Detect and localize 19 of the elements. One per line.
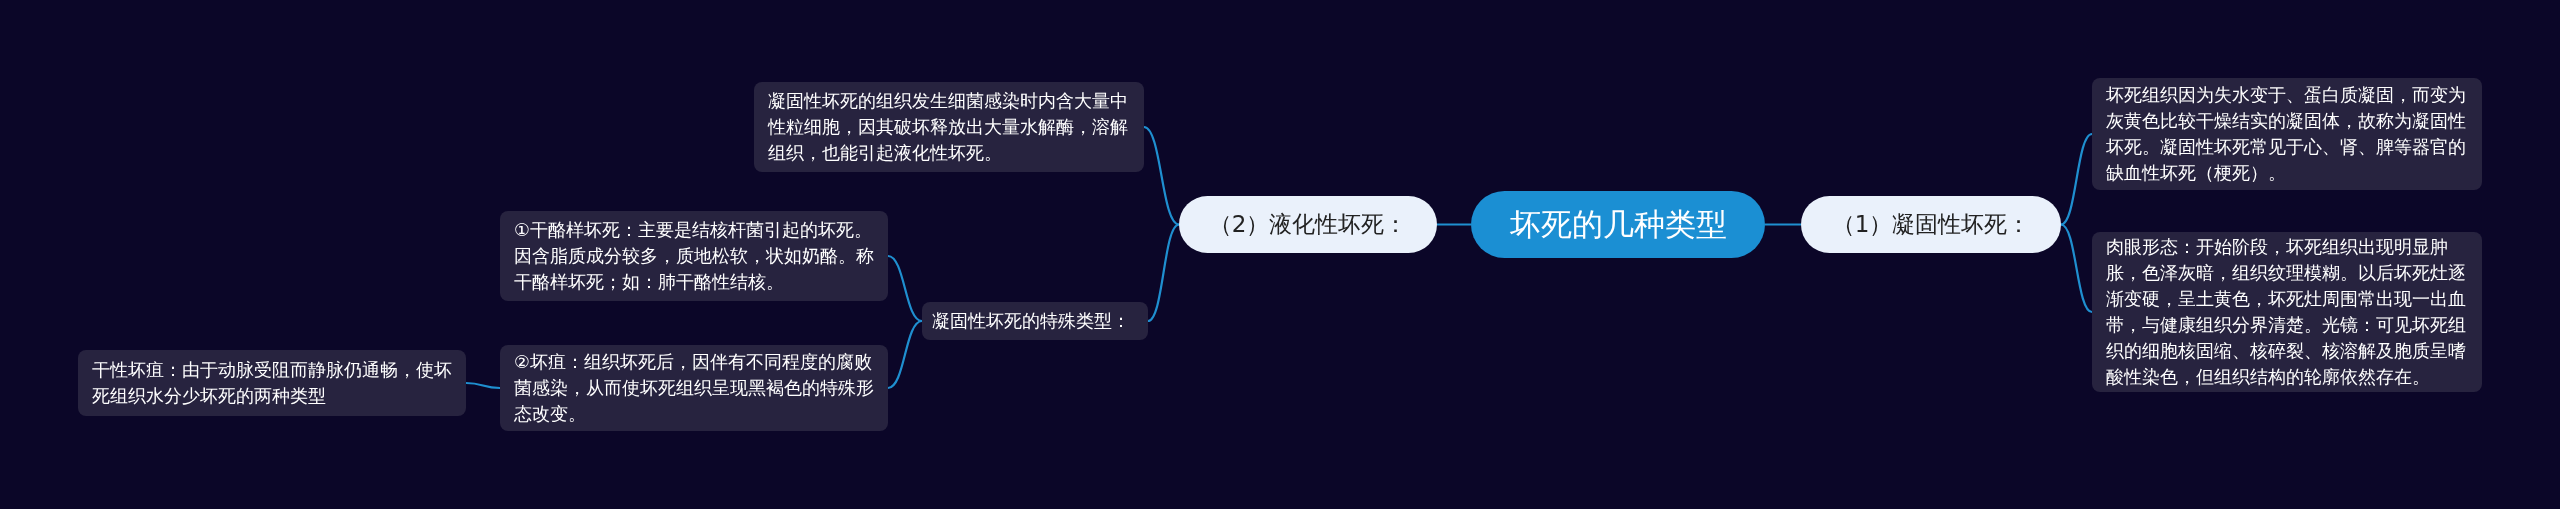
connector-line (1143, 126, 1180, 226)
note-box: 凝固性坏死的组织发生细菌感染时内含大量中性粒细胞，因其破坏释放出大量水解酶，溶解组织，也能引起液化性坏死。 (754, 82, 1144, 172)
topic-pill: （1）凝固性坏死： (1801, 196, 2061, 253)
connector-line (887, 319, 923, 390)
note-box: 肉眼形态：开始阶段，坏死组织出现明显肿胀，色泽灰暗，组织纹理模糊。以后坏死灶逐渐变硬，呈土黄色，坏死灶周围常出现一出血带，与健康组织分界清楚。光镜：可见坏死组织的细胞核固缩、核碎裂、核溶解及胞质呈嗜酸性染色，但组织结构的轮廓依然存在。 (2092, 232, 2482, 392)
connector-line (1437, 223, 1471, 226)
connector-line (1147, 223, 1180, 322)
note-box: ①干酪样坏死：主要是结核杆菌引起的坏死。因含脂质成分较多，质地松软，状如奶酪。称干酪样坏死；如：肺干酪性结核。 (500, 211, 888, 301)
note-box: 干性坏疽：由于动脉受阻而静脉仍通畅，使坏死组织水分少坏死的两种类型 (78, 350, 466, 416)
note-box: ②坏疽：组织坏死后，因伴有不同程度的腐败菌感染，从而使坏死组织呈现黑褐色的特殊形态改变。 (500, 345, 888, 431)
connector-line (1765, 223, 1801, 226)
note-box: 坏死组织因为失水变于、蛋白质凝固，而变为灰黄色比较干燥结实的凝固体，故称为凝固性坏死。凝固性坏死常见于心、肾、脾等器官的缺血性坏死（梗死）。 (2092, 78, 2482, 190)
central-topic: 坏死的几种类型 (1471, 191, 1765, 258)
topic-pill: （2）液化性坏死： (1179, 196, 1437, 253)
subtopic-box: 凝固性坏死的特殊类型： (922, 302, 1148, 340)
connector-line (465, 381, 501, 390)
connector-line (2060, 223, 2093, 313)
connector-line (2060, 133, 2093, 226)
connector-line (887, 254, 923, 323)
